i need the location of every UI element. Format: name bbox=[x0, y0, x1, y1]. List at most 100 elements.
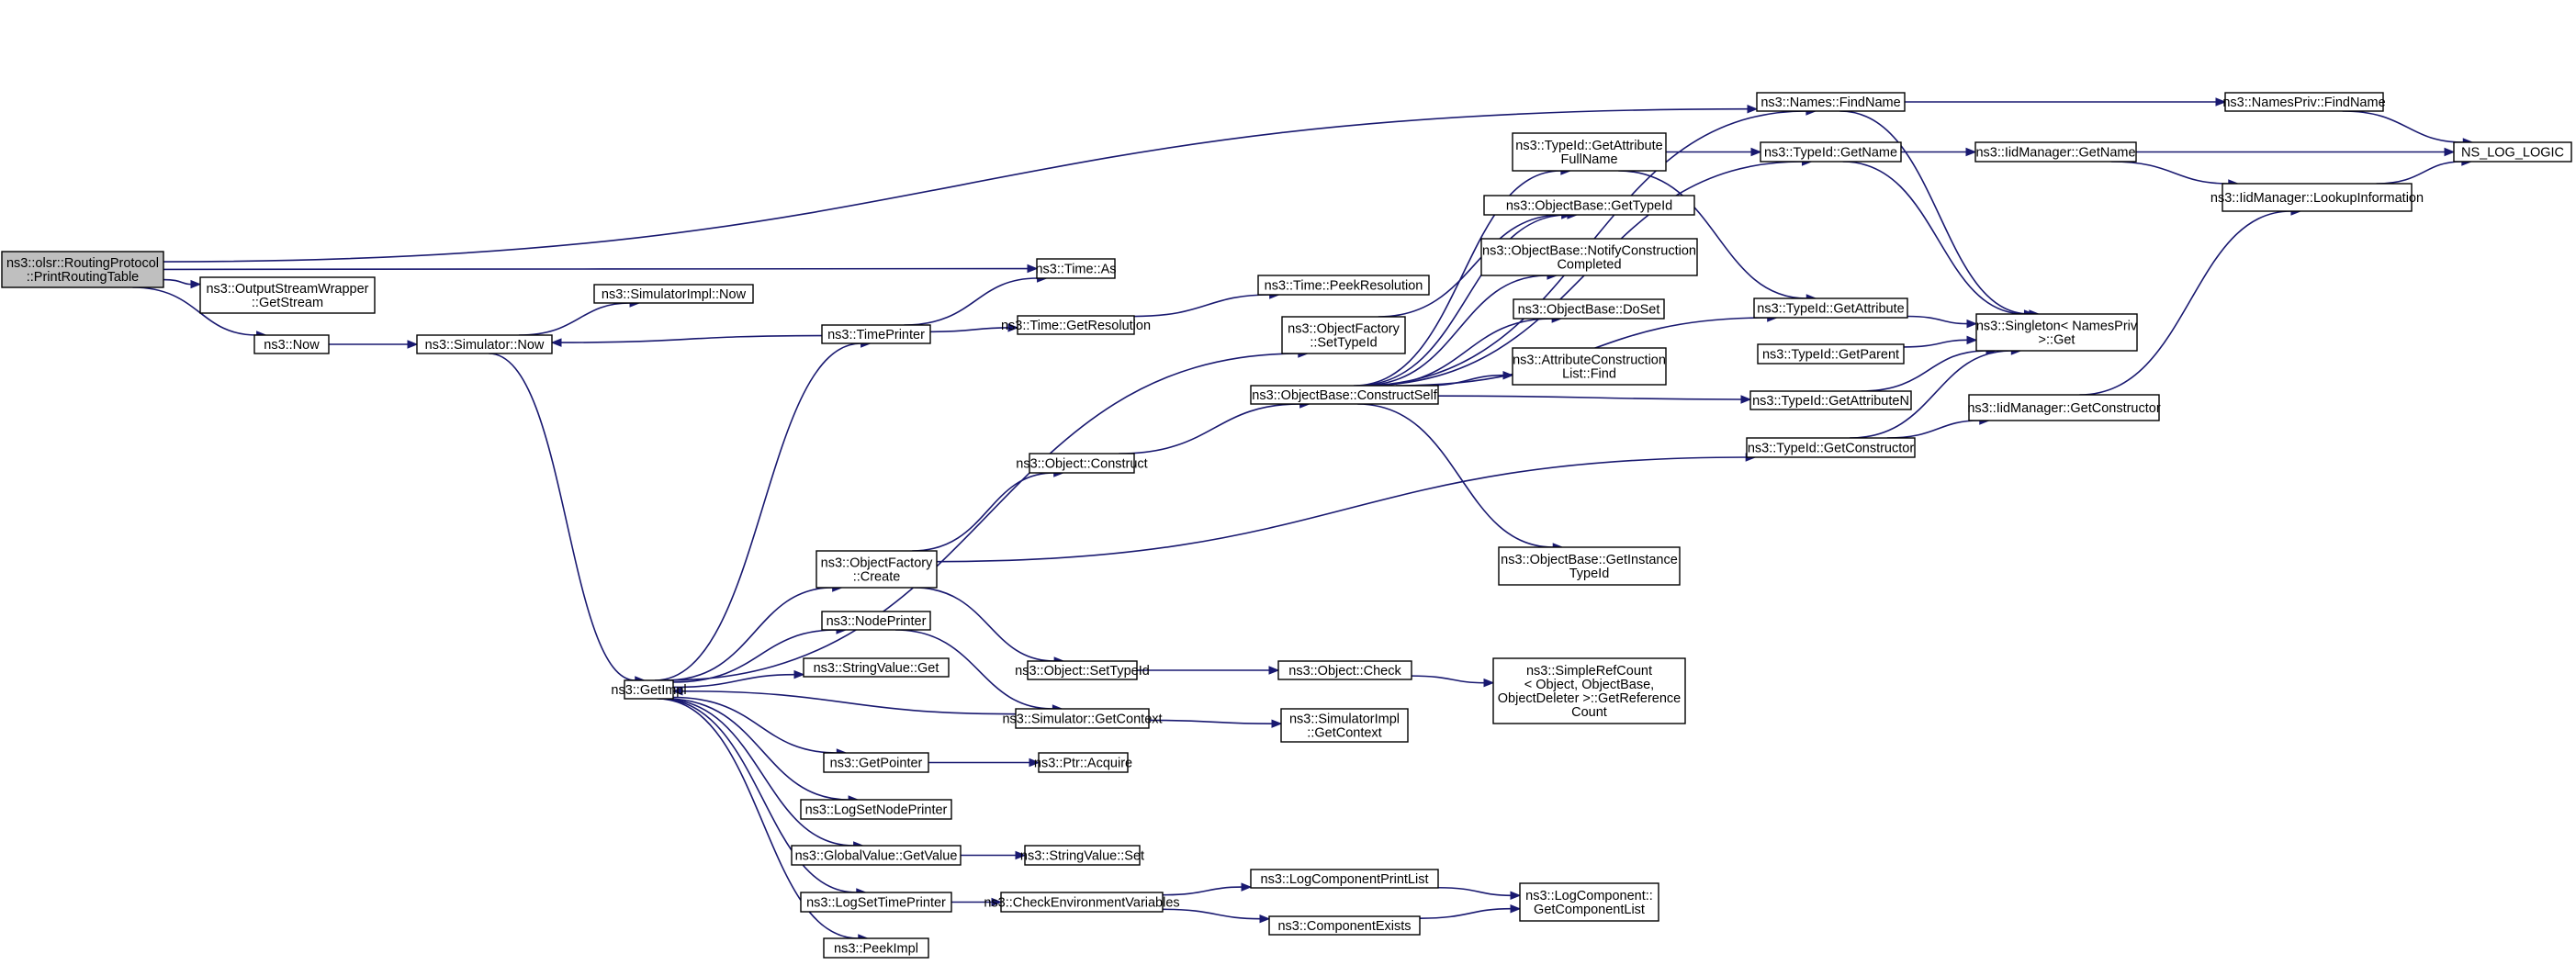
edge-line bbox=[672, 629, 838, 683]
edge-objfac_create-to-object_construct bbox=[912, 468, 1065, 552]
node-iidmanager-lookup[interactable]: ns3::IidManager::LookupInformation bbox=[2210, 183, 2424, 212]
node-globalvalue-getvalue[interactable]: ns3::GlobalValue::GetValue bbox=[791, 845, 962, 866]
node-now[interactable]: ns3::Now bbox=[253, 334, 330, 354]
edge-typeid_getname-to-singleton_get bbox=[1842, 161, 2035, 319]
node-log-set-node-printer[interactable]: ns3::LogSetNodePrinter bbox=[800, 799, 952, 820]
node-label: ns3::ObjectFactory bbox=[1288, 322, 1400, 337]
node-box bbox=[821, 611, 931, 631]
arrowhead-icon bbox=[1027, 264, 1039, 274]
node-box bbox=[416, 334, 553, 354]
edge-typeid_getattr_fullname-to-typeid_getattribute bbox=[1618, 170, 1817, 303]
edge-line bbox=[1411, 675, 1485, 684]
node-label: ns3::LogSetTimePrinter bbox=[806, 896, 946, 911]
node-label: ns3::Simulator::GetContext bbox=[1002, 713, 1162, 727]
node-box bbox=[1268, 915, 1421, 936]
node-time-as[interactable]: ns3::Time::As bbox=[1035, 258, 1117, 279]
node-objbase-notify[interactable]: ns3::ObjectBase::NotifyConstructionCompl… bbox=[1480, 238, 1698, 276]
node-sim-getcontext[interactable]: ns3::Simulator::GetContext bbox=[1002, 708, 1163, 729]
node-time-printer[interactable]: ns3::TimePrinter bbox=[821, 324, 931, 344]
node-iidmanager-getconstructor[interactable]: ns3::IidManager::GetConstructor bbox=[1967, 394, 2161, 421]
node-sim-now[interactable]: ns3::Simulator::Now bbox=[416, 334, 553, 354]
edge-line bbox=[912, 472, 1054, 552]
node-label: ns3::Time::PeekResolution bbox=[1265, 279, 1423, 294]
node-label: ns3::ObjectBase::DoSet bbox=[1518, 303, 1660, 318]
node-label: TypeId bbox=[1569, 567, 1610, 581]
node-stringvalue-get[interactable]: ns3::StringValue::Get bbox=[803, 657, 950, 678]
node-root[interactable]: ns3::olsr::RoutingProtocol::PrintRouting… bbox=[1, 251, 164, 288]
node-singleton-get[interactable]: ns3::Singleton< NamesPriv>::Get bbox=[1975, 313, 2138, 352]
node-box bbox=[2224, 92, 2384, 112]
edge-root-to-names_findname bbox=[163, 104, 1759, 263]
node-node-printer[interactable]: ns3::NodePrinter bbox=[821, 611, 931, 631]
node-label: ns3::ObjectBase::GetTypeId bbox=[1506, 199, 1672, 214]
arrowhead-icon bbox=[1271, 719, 1283, 728]
node-object-construct[interactable]: ns3::Object::Construct bbox=[1016, 453, 1148, 474]
node-check-env-vars[interactable]: ns3::CheckEnvironmentVariables bbox=[984, 892, 1180, 913]
node-label: ns3::Time::As bbox=[1035, 263, 1116, 277]
node-box bbox=[800, 892, 952, 913]
node-simplerefcount[interactable]: ns3::SimpleRefCount< Object, ObjectBase,… bbox=[1492, 657, 1686, 724]
node-typeid-getattribute[interactable]: ns3::TypeId::GetAttribute bbox=[1753, 297, 1908, 319]
node-label: ns3::SimulatorImpl::Now bbox=[602, 287, 747, 302]
arrowhead-icon bbox=[2444, 147, 2456, 157]
node-label: ns3::TypeId::GetParent bbox=[1762, 348, 1899, 363]
node-peek-impl[interactable]: ns3::PeekImpl bbox=[823, 937, 929, 959]
node-label: ns3::StringValue::Get bbox=[814, 661, 939, 676]
node-object-check[interactable]: ns3::Object::Check bbox=[1277, 660, 1412, 680]
node-typeid-getparent[interactable]: ns3::TypeId::GetParent bbox=[1757, 343, 1905, 365]
node-box bbox=[1, 251, 164, 288]
node-get-impl[interactable]: ns3::GetImpl bbox=[611, 679, 687, 700]
node-label: ObjectDeleter >::GetReference bbox=[1498, 691, 1681, 706]
node-typeid-getattributen[interactable]: ns3::TypeId::GetAttributeN bbox=[1749, 390, 1912, 410]
node-label: ns3::TypeId::GetName bbox=[1764, 146, 1897, 161]
node-ptr-acquire[interactable]: ns3::Ptr::Acquire bbox=[1034, 752, 1132, 773]
node-object-settypeid[interactable]: ns3::Object::SetTypeId bbox=[1015, 660, 1150, 680]
edge-line bbox=[1119, 403, 1300, 454]
node-objbase-doset[interactable]: ns3::ObjectBase::DoSet bbox=[1513, 298, 1665, 320]
node-objbase-constructself[interactable]: ns3::ObjectBase::ConstructSelf bbox=[1250, 385, 1439, 405]
node-label: ns3::GetImpl bbox=[611, 683, 686, 698]
node-typeid-getconstructor[interactable]: ns3::TypeId::GetConstructor bbox=[1746, 437, 1916, 458]
node-box bbox=[1038, 752, 1129, 773]
node-namespriv-findname[interactable]: ns3::NamesPriv::FindName bbox=[2222, 92, 2386, 112]
edge-sim_now-to-simimpl_now bbox=[518, 298, 641, 336]
node-label: ns3::olsr::RoutingProtocol bbox=[6, 256, 159, 271]
node-label: NS_LOG_LOGIC bbox=[2461, 146, 2564, 161]
node-logcomp-getcomplist[interactable]: ns3::LogComponent::GetComponentList bbox=[1519, 882, 1659, 922]
node-label: ns3::IidManager::LookupInformation bbox=[2210, 191, 2424, 206]
node-label: ::GetStream bbox=[252, 296, 323, 310]
node-time-peek-res[interactable]: ns3::Time::PeekResolution bbox=[1257, 275, 1430, 296]
node-label: ns3::Time::GetResolution bbox=[1001, 319, 1151, 333]
node-label: ns3::NamesPriv::FindName bbox=[2222, 95, 2385, 110]
node-simimpl-getcontext[interactable]: ns3::SimulatorImpl::GetContext bbox=[1280, 708, 1409, 743]
node-objfac-settypeid[interactable]: ns3::ObjectFactory::SetTypeId bbox=[1281, 316, 1406, 354]
node-log-set-time-printer[interactable]: ns3::LogSetTimePrinter bbox=[800, 892, 952, 913]
node-label: ns3::Ptr::Acquire bbox=[1034, 757, 1132, 771]
node-component-exists[interactable]: ns3::ComponentExists bbox=[1268, 915, 1421, 936]
node-names-findname[interactable]: ns3::Names::FindName bbox=[1756, 92, 1906, 112]
node-simimpl-now[interactable]: ns3::SimulatorImpl::Now bbox=[593, 284, 754, 304]
edge-line bbox=[1861, 350, 1987, 392]
node-output-stream[interactable]: ns3::OutputStreamWrapper::GetStream bbox=[199, 276, 376, 314]
arrowhead-icon bbox=[1740, 395, 1752, 404]
edge-line bbox=[1903, 339, 1968, 348]
node-box bbox=[821, 324, 931, 344]
edge-time_printer-to-time_get_res bbox=[929, 323, 1019, 333]
node-objfac-create[interactable]: ns3::ObjectFactory::Create bbox=[816, 550, 938, 589]
node-ns-log-logic[interactable]: NS_LOG_LOGIC bbox=[2453, 141, 2572, 163]
node-time-get-res[interactable]: ns3::Time::GetResolution bbox=[1001, 315, 1151, 335]
node-box bbox=[624, 679, 674, 700]
edge-line bbox=[518, 302, 631, 336]
node-stringvalue-set[interactable]: ns3::StringValue::Set bbox=[1020, 845, 1144, 866]
edge-line bbox=[1355, 214, 1568, 387]
node-objbase-gettypeid[interactable]: ns3::ObjectBase::GetTypeId bbox=[1483, 195, 1695, 216]
node-get-pointer[interactable]: ns3::GetPointer bbox=[823, 752, 929, 773]
node-iidmanager-getname[interactable]: ns3::IidManager::GetName bbox=[1974, 141, 2137, 163]
node-box bbox=[823, 752, 929, 773]
node-log-comp-print-list[interactable]: ns3::LogComponentPrintList bbox=[1250, 869, 1439, 889]
node-typeid-getname[interactable]: ns3::TypeId::GetName bbox=[1760, 141, 1902, 163]
node-box bbox=[800, 799, 952, 820]
